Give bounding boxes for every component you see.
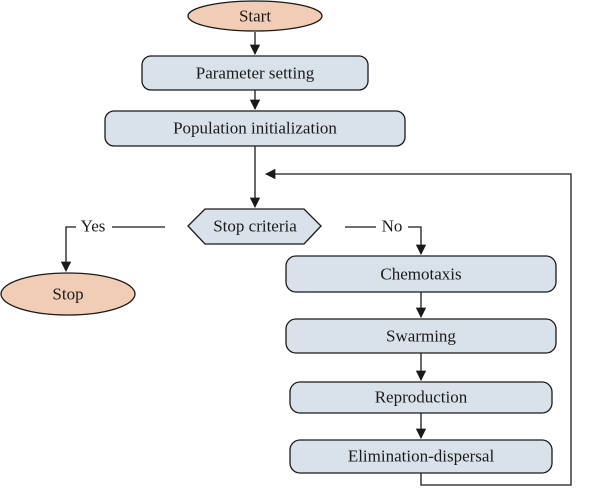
reproduction-label: Reproduction [375,388,468,407]
chemotaxis-label: Chemotaxis [380,265,461,284]
stop-shape [0,272,136,316]
reproduction-node: Reproduction [289,381,553,414]
swarming-shape [285,318,557,354]
parameter-setting-node: Parameter setting [141,55,369,91]
stop-label: Stop [52,285,83,304]
start-shape [187,0,323,32]
stop-criteria-node: Stop criteria [187,208,322,245]
swarming-label: Swarming [386,327,456,346]
elimination-dispersal-node: Elimination-dispersal [289,439,553,474]
start-label: Start [239,7,271,26]
population-initialization-shape [104,110,406,147]
population-initialization-label: Population initialization [173,119,337,138]
yes-label: Yes [81,217,106,236]
reproduction-shape [289,381,553,414]
parameter-setting-shape [141,55,369,91]
stop-node: Stop [0,272,136,316]
elimination-dispersal-label: Elimination-dispersal [348,447,495,466]
swarming-node: Swarming [285,318,557,354]
stop-criteria-label: Stop criteria [213,217,297,236]
arrow-yes-to-stop [60,226,165,273]
connectors [60,32,572,486]
start-node: Start [187,0,323,32]
population-initialization-node: Population initialization [104,110,406,147]
arrow-loop-back [264,168,572,486]
chemotaxis-node: Chemotaxis [285,255,557,293]
yes-label-group: Yes [76,215,112,237]
parameter-setting-label: Parameter setting [196,64,315,83]
no-label: No [382,217,403,236]
arrow-no-to-chemotaxis [345,226,427,256]
no-label-group: No [376,215,408,237]
stop-criteria-shape [187,208,322,245]
chemotaxis-shape [285,255,557,293]
elimination-dispersal-shape [289,439,553,474]
